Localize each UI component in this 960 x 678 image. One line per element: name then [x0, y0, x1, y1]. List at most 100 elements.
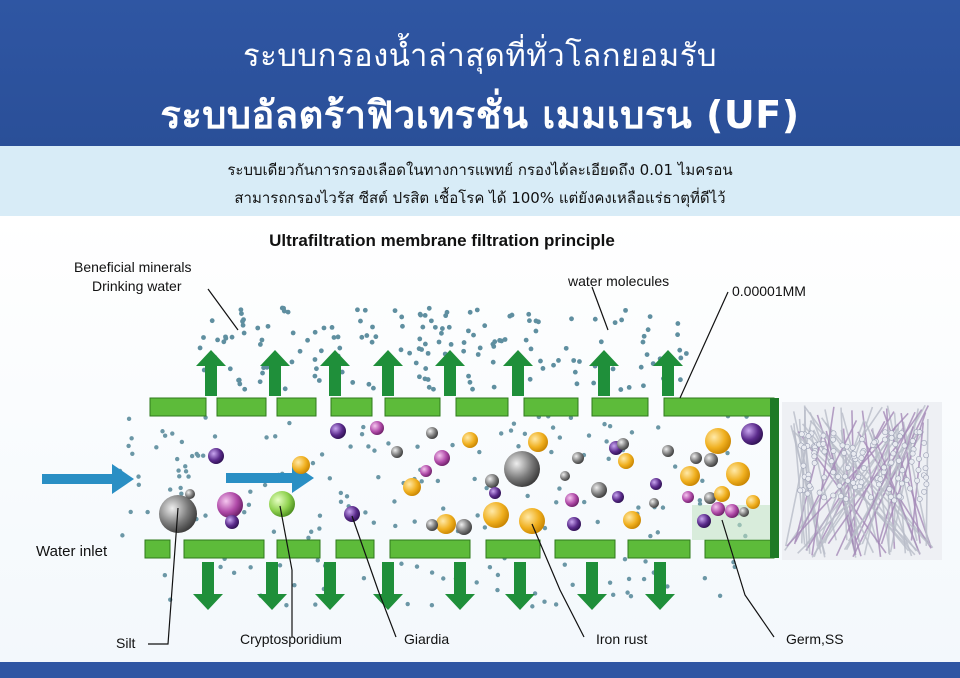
- water-molecule-dot: [477, 449, 482, 455]
- water-molecule-dot: [281, 305, 286, 311]
- water-molecule-dot: [540, 366, 546, 371]
- water-molecule-dot: [660, 505, 666, 510]
- fiber-end: [921, 488, 927, 495]
- water-molecule-dot: [467, 379, 473, 385]
- water-molecule-dot: [179, 439, 185, 445]
- fiber-end: [882, 429, 889, 436]
- water-molecule-dot: [487, 564, 493, 570]
- silt-particle: [485, 474, 499, 488]
- membrane-segment-top: [663, 397, 775, 417]
- water-molecule-dot: [562, 562, 567, 567]
- water-molecule-dot: [448, 342, 454, 347]
- water-molecule-dot: [355, 307, 360, 313]
- water-molecule-dot: [592, 316, 598, 322]
- arrow-down-icon: [645, 562, 675, 610]
- giardia-particle: [741, 423, 763, 445]
- membrane-segment-bottom: [389, 539, 471, 559]
- fiber-end: [844, 464, 851, 471]
- silt-particle: [456, 519, 472, 535]
- water-molecule-dot: [432, 324, 438, 330]
- arrow-up-icon: [589, 350, 619, 396]
- description-line-2: สามารถกรองไวรัส ซีสต์ ปรสิต เชื้อโรค ได้…: [234, 189, 726, 207]
- water-molecule-dot: [527, 376, 533, 382]
- silt-particle: [704, 492, 716, 504]
- germ-particle: [370, 421, 384, 435]
- silt-particle: [426, 519, 438, 531]
- water-molecule-dot: [436, 339, 442, 345]
- fiber-bundle-photo: [782, 402, 942, 560]
- fiber-end: [882, 436, 888, 443]
- fiber-end: [858, 479, 865, 486]
- giardia-particle: [208, 448, 224, 464]
- water-molecule-dot: [319, 452, 325, 457]
- iron-rust-particle: [746, 495, 760, 509]
- water-molecule-dot: [242, 510, 247, 515]
- germ-particle: [682, 491, 694, 503]
- water-molecule-dot: [439, 330, 444, 336]
- water-molecule-dot: [262, 482, 268, 488]
- label-iron-rust: Iron rust: [596, 631, 647, 647]
- iron-rust-particle: [618, 453, 634, 469]
- iron-rust-particle: [462, 432, 478, 448]
- water-molecule-dot: [136, 474, 141, 479]
- water-molecule-dot: [209, 318, 215, 324]
- water-molecule-dot: [200, 453, 206, 458]
- fiber-strand: [794, 419, 858, 543]
- fiber-end: [811, 460, 818, 466]
- water-molecule-dot: [542, 599, 547, 604]
- water-molecule-dot: [318, 348, 324, 354]
- water-molecule-dot: [413, 360, 419, 366]
- membrane-segment-bottom: [183, 539, 265, 559]
- water-molecule-dot: [338, 499, 344, 505]
- water-molecule-dot: [477, 345, 483, 351]
- water-molecule-dot: [405, 601, 410, 607]
- water-molecule-dot: [643, 559, 648, 564]
- water-molecule-dot: [675, 332, 680, 338]
- water-molecule-dot: [255, 325, 261, 331]
- fiber-end: [805, 433, 812, 439]
- silt-particle: [185, 489, 195, 499]
- water-molecule-dot: [364, 333, 370, 338]
- water-molecule-dot: [446, 324, 452, 330]
- water-molecule-dot: [678, 355, 684, 361]
- giardia-particle: [612, 491, 624, 503]
- fiber-end: [895, 457, 902, 464]
- fiber-end: [841, 450, 847, 456]
- membrane-segment-bottom: [276, 539, 321, 559]
- water-molecule-dot: [426, 305, 432, 311]
- water-molecule-dot: [236, 377, 241, 383]
- fiber-end: [887, 493, 894, 500]
- fiber-end: [821, 474, 828, 481]
- water-molecule-dot: [697, 498, 703, 503]
- fiber-end: [830, 448, 837, 454]
- water-molecule-dot: [316, 378, 322, 383]
- fiber-end: [849, 444, 856, 451]
- water-molecule-dot: [538, 358, 543, 364]
- water-molecule-dot: [386, 441, 391, 446]
- fiber-end: [811, 453, 818, 460]
- fiber-end: [922, 465, 929, 472]
- fiber-end: [901, 442, 908, 449]
- water-molecule-dot: [331, 335, 337, 340]
- water-molecule-dot: [619, 317, 625, 323]
- membrane-segment-top: [216, 397, 267, 417]
- membrane-segment-bottom: [144, 539, 171, 559]
- water-molecule-dot: [422, 376, 428, 382]
- fiber-end: [861, 465, 867, 471]
- footer-bar: [0, 662, 960, 678]
- water-molecule-dot: [344, 494, 350, 499]
- water-molecule-dot: [359, 431, 365, 437]
- iron-rust-particle: [623, 511, 641, 529]
- fiber-end: [820, 432, 827, 439]
- giardia-particle: [344, 506, 360, 522]
- water-molecule-dot: [361, 575, 367, 581]
- water-molecule-dot: [162, 433, 168, 438]
- headline-primary: ระบบกรองน้ำล่าสุดที่ทั่วโลกยอมรับ: [242, 38, 718, 74]
- water-molecule-dot: [239, 311, 244, 317]
- water-molecule-dot: [549, 449, 554, 455]
- fiber-end: [888, 434, 895, 441]
- fiber-end: [858, 454, 865, 461]
- water-molecule-dot: [482, 323, 488, 329]
- water-molecule-dot: [338, 490, 344, 496]
- water-molecule-dot: [571, 358, 577, 363]
